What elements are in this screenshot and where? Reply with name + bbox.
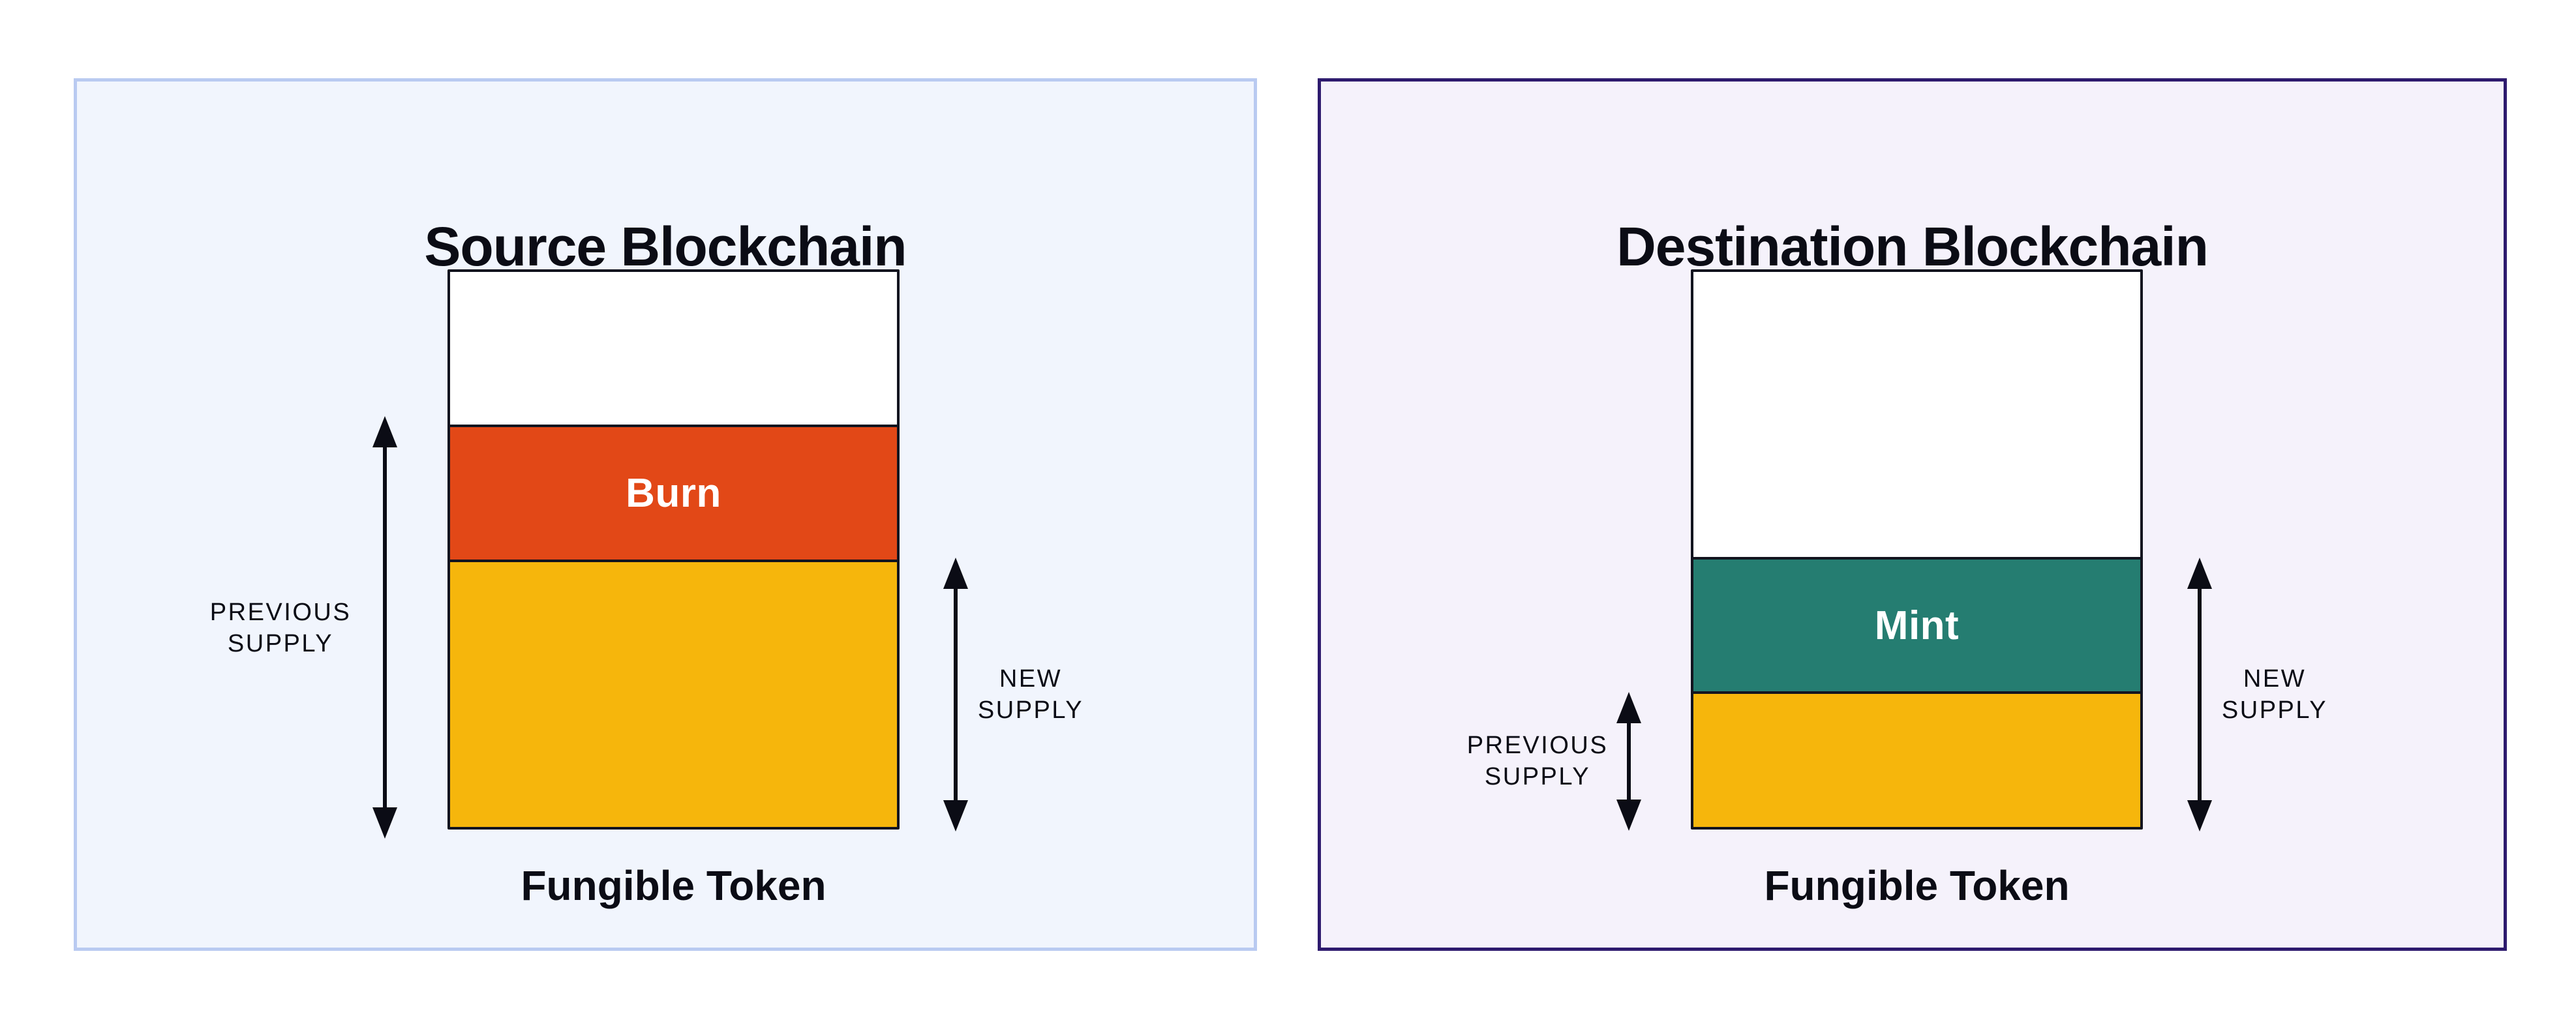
- bar-segment-mint: Mint: [1693, 557, 2140, 692]
- new-supply-label: NEW SUPPLY: [2221, 665, 2328, 724]
- bar-segment-remaining-supply: [450, 559, 897, 827]
- token-supply-bar: Burn: [447, 269, 900, 830]
- arrow-shaft: [383, 447, 387, 807]
- new-supply-label: NEW SUPPLY: [977, 665, 1084, 724]
- bar-segment-previous-supply: [1693, 691, 2140, 827]
- mint-segment-label: Mint: [1874, 603, 1960, 648]
- bar-segment-burn: Burn: [450, 425, 897, 560]
- arrowhead-up-icon: [372, 416, 397, 447]
- token-supply-bar: Mint: [1691, 269, 2143, 830]
- bar-segment-unissued: [450, 272, 897, 425]
- bar-segment-unissued: [1693, 272, 2140, 558]
- arrowhead-down-icon: [1616, 800, 1641, 831]
- arrowhead-up-icon: [2187, 558, 2212, 589]
- panel-title: Destination Blockchain: [1616, 216, 2209, 277]
- arrowhead-down-icon: [372, 807, 397, 839]
- previous-supply-label: PREVIOUS SUPPLY: [209, 599, 352, 657]
- burn-segment-label: Burn: [626, 470, 721, 516]
- previous-supply-measure-arrow-icon: [1616, 692, 1641, 831]
- arrow-shaft: [1627, 723, 1631, 800]
- new-supply-measure-arrow-icon: [943, 558, 968, 831]
- new-supply-measure-arrow-icon: [2187, 558, 2212, 831]
- previous-supply-label: PREVIOUS SUPPLY: [1466, 732, 1609, 790]
- arrowhead-down-icon: [2187, 800, 2212, 831]
- panel-title: Source Blockchain: [424, 216, 907, 277]
- panel-destination-blockchain: Destination Blockchain Mint PREVIOUS SUP…: [1318, 78, 2507, 951]
- panel-source-blockchain: Source Blockchain Burn PREVIOUS SUPPLY N…: [74, 78, 1257, 951]
- token-type-label: Fungible Token: [521, 862, 826, 909]
- arrow-shaft: [2198, 589, 2202, 800]
- arrowhead-down-icon: [943, 800, 968, 831]
- arrowhead-up-icon: [1616, 692, 1641, 723]
- arrow-shaft: [954, 589, 958, 800]
- previous-supply-measure-arrow-icon: [372, 416, 397, 839]
- token-type-label: Fungible Token: [1764, 862, 2070, 909]
- arrowhead-up-icon: [943, 558, 968, 589]
